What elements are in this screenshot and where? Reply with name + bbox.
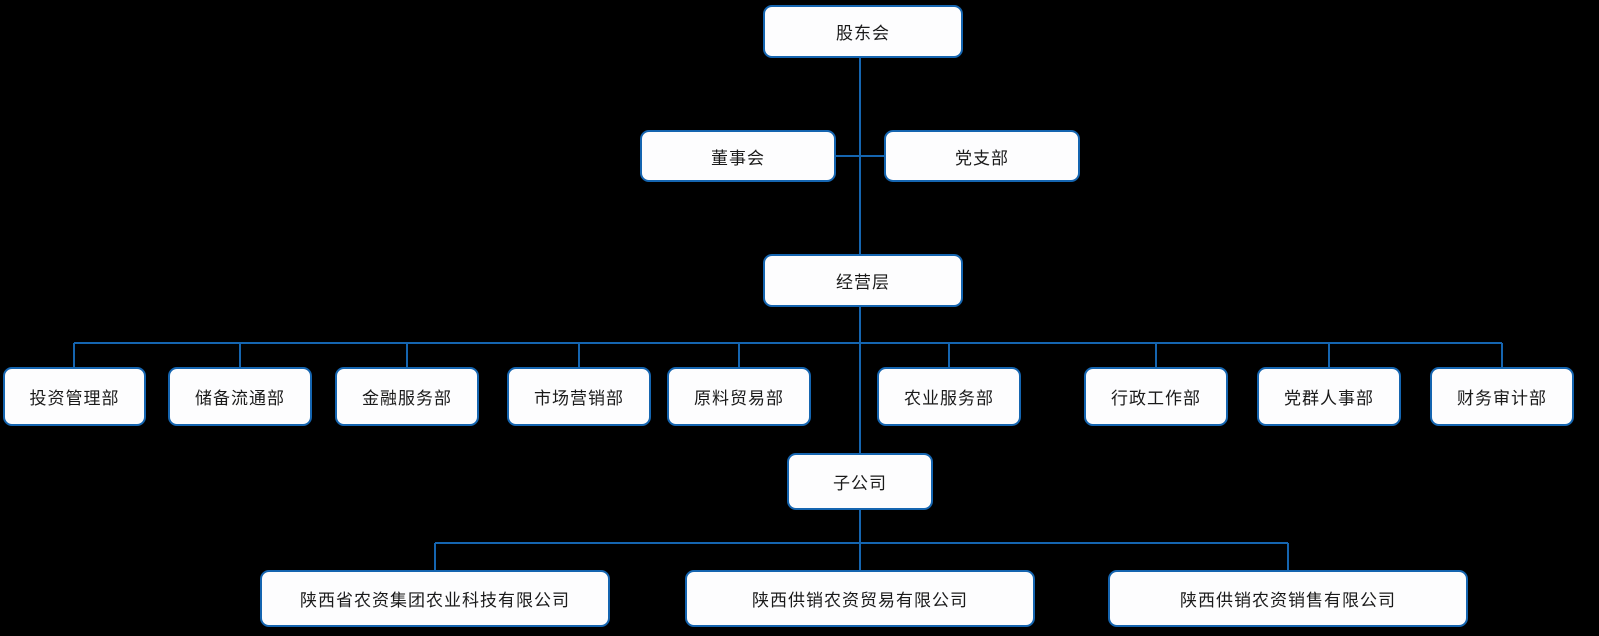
- node-board-of-directors: 董事会: [640, 130, 836, 182]
- connector-department-drops: [73, 343, 1503, 367]
- node-management-level: 经营层: [763, 254, 963, 307]
- node-dept-raw-material-trade: 原料贸易部: [667, 367, 811, 426]
- node-dept-finance-audit: 财务审计部: [1430, 367, 1574, 426]
- node-dept-agricultural-services: 农业服务部: [877, 367, 1021, 426]
- node-company-agri-trade: 陕西供销农资贸易有限公司: [685, 570, 1035, 627]
- node-dept-administrative-work: 行政工作部: [1084, 367, 1228, 426]
- node-company-agri-sales: 陕西供销农资销售有限公司: [1108, 570, 1468, 627]
- node-dept-marketing: 市场营销部: [507, 367, 651, 426]
- node-dept-party-mass-personnel: 党群人事部: [1257, 367, 1401, 426]
- node-shareholders-meeting: 股东会: [763, 5, 963, 58]
- node-company-agri-tech: 陕西省农资集团农业科技有限公司: [260, 570, 610, 627]
- connector-company-drops: [434, 543, 1289, 570]
- node-party-branch: 党支部: [884, 130, 1080, 182]
- node-dept-financial-services: 金融服务部: [335, 367, 479, 426]
- node-dept-investment-management: 投资管理部: [3, 367, 146, 426]
- node-subsidiaries: 子公司: [787, 453, 933, 510]
- node-dept-reserve-circulation: 储备流通部: [168, 367, 312, 426]
